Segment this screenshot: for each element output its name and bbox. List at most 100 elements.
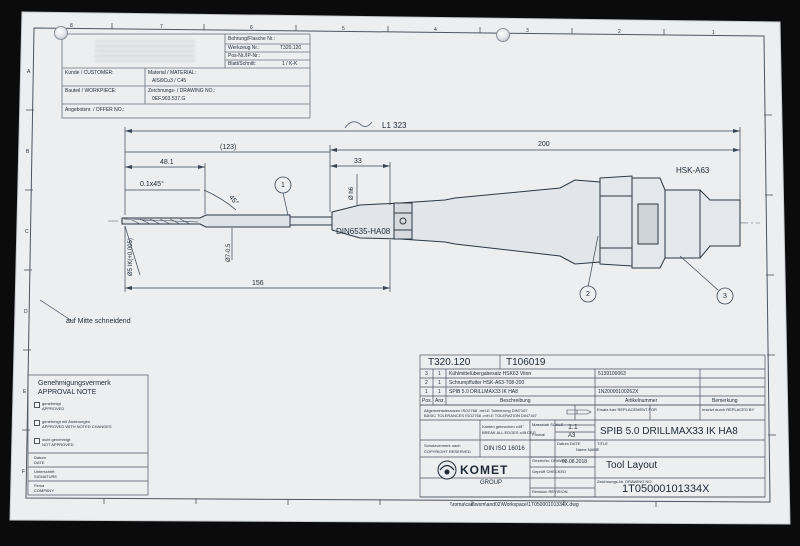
table-row-pos: 3	[425, 371, 428, 377]
kunde-label: Kunde / CUSTOMER:	[65, 70, 114, 76]
bauteil-label: Bauteil / WORKPIECE:	[65, 88, 117, 94]
part-id-1: T320.120	[428, 357, 471, 368]
border-col-8: 8	[70, 23, 73, 29]
dim-200: 200	[538, 141, 550, 148]
dim-dia-16: Ø h6	[349, 186, 355, 200]
header-rem: Bemerkung	[712, 398, 738, 404]
border-row-a: A	[27, 69, 31, 75]
dimension-arrows	[125, 129, 740, 290]
company-name: KOMET	[460, 463, 509, 477]
border-row-d: D	[24, 309, 28, 315]
table-row-desc: Kühlmittelübergabesatz HSK63 Viton	[449, 371, 532, 377]
format-label: Format	[532, 432, 545, 437]
part-id-2: T106019	[506, 357, 546, 368]
table-row-art: 1N20000100262X	[598, 389, 639, 395]
header-art: Artikelnummer	[625, 398, 658, 404]
table-row-qty: 1	[438, 371, 441, 377]
table-row-qty: 1	[438, 389, 441, 395]
border-row-c: C	[25, 229, 29, 235]
geprueft-label: Geprüft CHECKED	[532, 469, 567, 474]
dim-chamfer: 0.1x45°	[140, 181, 164, 188]
dim-48: 48.1	[160, 159, 174, 166]
header-table	[61, 33, 311, 119]
dimension-lines	[39, 127, 741, 322]
approved-changes-en: APPROVED WITH NOTED CHANGES	[42, 424, 112, 429]
drill-symbol-icon	[566, 409, 592, 415]
gezeichnet-label: Gezeichn. DRAWN	[532, 458, 567, 463]
kanten-de: Kanten gebrochen x45°	[482, 424, 524, 429]
not-approved-checkbox[interactable]	[34, 438, 40, 444]
datum-en: DATE	[34, 460, 45, 465]
file-path: \\roma\cad\wsm\and02\Workspace\1T0500010…	[450, 502, 579, 508]
datum-col-label: Datum DATE	[557, 441, 581, 446]
gezeichnet-date: 03.08.2018	[562, 459, 588, 465]
revision-label: Revision REVISION	[532, 489, 568, 494]
dim-123: (123)	[220, 144, 237, 151]
callout-1: 1	[281, 182, 285, 189]
approved-changes-checkbox[interactable]	[34, 420, 40, 426]
pos-label: Pos-Nr./IP-Nr.:	[228, 53, 261, 59]
approved-en: APPROVED	[42, 406, 65, 411]
bohrung-label: Bohrung/Flasche Nr.:	[228, 36, 275, 42]
schutz-de: Schutzvermerk nach	[424, 443, 461, 448]
komet-logo-icon	[437, 460, 457, 480]
name-col-label: Name NAME	[576, 447, 600, 452]
dim-l1: L1 323	[382, 121, 407, 130]
material-value: AlSi9Cu3 / C45	[152, 78, 187, 84]
border-ticks	[22, 23, 776, 507]
shrink-chuck	[331, 179, 601, 265]
border-row-b: B	[26, 149, 30, 155]
border-col-3: 3	[526, 28, 529, 34]
table-row-pos: 1	[425, 389, 428, 395]
pin-right	[496, 28, 510, 42]
approval-title-en: APPROVAL NOTE	[38, 389, 97, 396]
signature-de: Unterschrift	[34, 469, 55, 474]
signature-en: SIGNATURE	[34, 474, 58, 479]
table-row-pos: 2	[425, 380, 428, 386]
inner-frame	[25, 27, 771, 503]
zeichnungs-value: 0EF.903.537.G	[152, 96, 186, 102]
callout-3: 3	[723, 293, 727, 300]
pin-left	[54, 26, 68, 40]
not-approved-en: NOT APPROVED	[42, 442, 74, 447]
approval-box	[27, 374, 149, 496]
zeichnungs-label: Zeichnungs- / DRAWING NO.:	[148, 88, 216, 94]
handwritten-mark	[344, 121, 373, 129]
angebot-label: Angebotsnr. / OFFER NO.:	[65, 107, 125, 113]
not-approved-de: nicht genehmigt	[42, 437, 71, 442]
layout-title: Tool Layout	[606, 460, 658, 471]
blatt-value: 1 / K-K	[282, 61, 298, 67]
dim-dia-7: Ø7-0.5	[226, 243, 232, 262]
din-label: DIN6535-HA08	[336, 227, 391, 236]
header-desc: Beschreibung	[500, 398, 531, 404]
callout-circles	[274, 176, 734, 305]
din-iso: DIN ISO 16016	[484, 446, 525, 452]
border-col-7: 7	[160, 24, 163, 30]
border-col-1: 1	[712, 30, 715, 36]
product-title: SPIB 5.0 DRILLMAX33 IK HA8	[600, 426, 738, 437]
ersatz-label: Ersatz fuer REPLACEMENT FOR	[597, 407, 657, 412]
datum-de: Datum	[34, 455, 46, 460]
kanten-en: BREAK ALL EDGES x45 DEG	[482, 430, 536, 435]
schutz-en: COPYRIGHT RESERVED	[424, 449, 471, 454]
tolerance-en: BASIC TOLERANCES ISO2768 -mH-E TOLERATIO…	[424, 413, 537, 418]
dim-dia-5: Ø5 IK(+0.005)	[128, 238, 134, 276]
header-pos: Pos.	[422, 398, 433, 404]
stamp-blur	[95, 40, 195, 62]
title-block	[419, 404, 766, 498]
hsk-flange	[599, 175, 741, 269]
hsk-label: HSK-A63	[676, 166, 710, 175]
drill-tool	[121, 214, 333, 228]
company-en: COMPANY	[34, 488, 54, 493]
werkzeug-label: Werkzeug Nr.:	[228, 45, 260, 51]
company-group: GROUP	[480, 480, 503, 486]
approved-changes-de: genehmigt mit Änderungen	[42, 419, 91, 424]
approval-title-de: Genehmigungsvermerk	[38, 380, 111, 387]
header-qty: Anz.	[435, 398, 446, 404]
approved-checkbox[interactable]	[34, 402, 40, 408]
note-text: auf Mitte schneidend	[66, 318, 131, 325]
approved-de: genehmigt	[42, 401, 61, 406]
border-col-6: 6	[250, 25, 253, 31]
